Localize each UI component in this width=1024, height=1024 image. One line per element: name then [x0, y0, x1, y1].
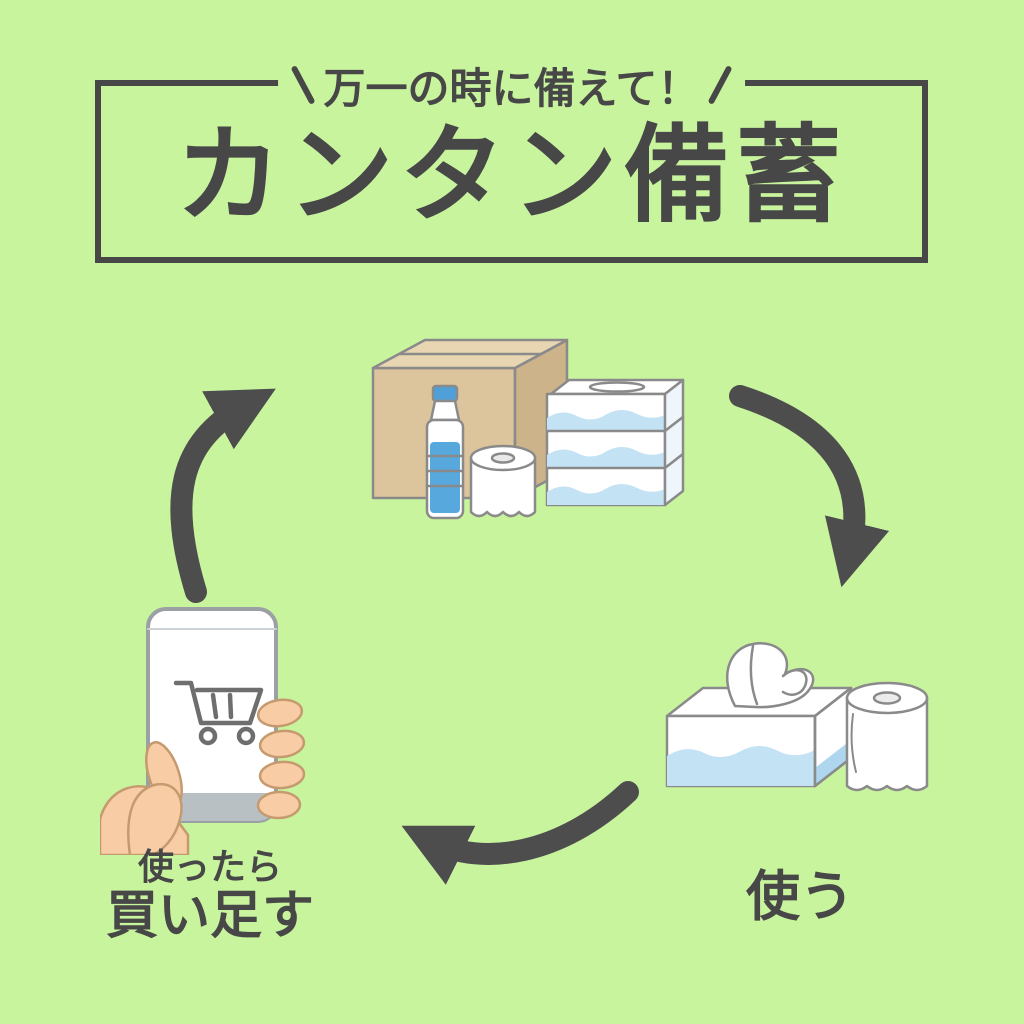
decorative-slash-icon [707, 65, 733, 105]
restock-illustration [100, 607, 306, 855]
shopping-cart-icon [173, 680, 264, 746]
use-step-label: 使う [746, 867, 854, 927]
restock-step-label: 使ったら 買い足す [80, 846, 340, 947]
title-box: 万一の時に備えて！ カンタン備蓄 [95, 54, 928, 263]
restock-step-label-line1: 使ったら [137, 846, 282, 887]
page-title: カンタン備蓄 [175, 116, 848, 235]
stockpile-illustration [371, 338, 685, 520]
restock-step-label-line2: 買い足す [105, 887, 314, 946]
arrow-restock-to-stock [170, 388, 276, 603]
toilet-paper-icon [469, 444, 537, 518]
tissue-stack-icon [545, 378, 685, 507]
arrow-stock-to-use [729, 385, 890, 588]
tagline: 万一の時に備えて！ [277, 54, 746, 116]
water-bottle-icon [425, 384, 465, 520]
tissue-box-icon [665, 642, 853, 788]
tagline-text: 万一の時に備えて！ [323, 64, 700, 112]
tissue-sheet-icon [726, 642, 815, 709]
arrow-use-to-restock [401, 781, 639, 885]
hand-fingers-icon [127, 698, 306, 855]
toilet-roll-icon [845, 681, 929, 792]
decorative-backslash-icon [290, 65, 316, 105]
use-illustration [665, 642, 929, 792]
